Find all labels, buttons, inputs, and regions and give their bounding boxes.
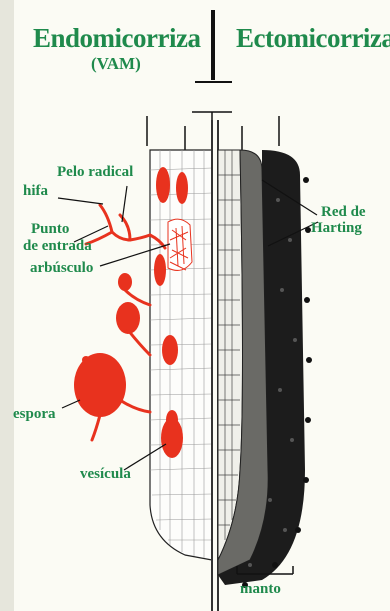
- endo-root-half: [150, 150, 212, 560]
- title-endomicorriza: Endomicorriza: [33, 23, 200, 54]
- label-punto: Punto: [31, 221, 69, 238]
- label-red-de: Red de: [321, 204, 366, 221]
- label-arbusculo: arbúsculo: [30, 260, 93, 277]
- subtitle-vam: (VAM): [91, 54, 141, 74]
- label-vesicula: vesícula: [80, 466, 131, 483]
- ecto-root-half: [218, 150, 312, 588]
- vesicle: [161, 418, 183, 458]
- label-hifa: hifa: [23, 183, 48, 200]
- pointer-hifa: [58, 198, 103, 204]
- label-de-entrada: de entrada: [23, 238, 92, 255]
- pointer-espora: [62, 400, 80, 408]
- pointer-pelo-radical: [122, 186, 127, 222]
- label-pelo-radical: Pelo radical: [57, 164, 133, 181]
- title-ectomicorriza: Ectomicorriza: [236, 23, 390, 54]
- spore: [74, 353, 126, 417]
- left-edge-strip: [0, 0, 14, 611]
- label-manto: manto: [240, 581, 281, 598]
- label-harting: Harting: [311, 220, 362, 237]
- arbuscule: [168, 219, 192, 270]
- label-espora: espora: [13, 406, 56, 423]
